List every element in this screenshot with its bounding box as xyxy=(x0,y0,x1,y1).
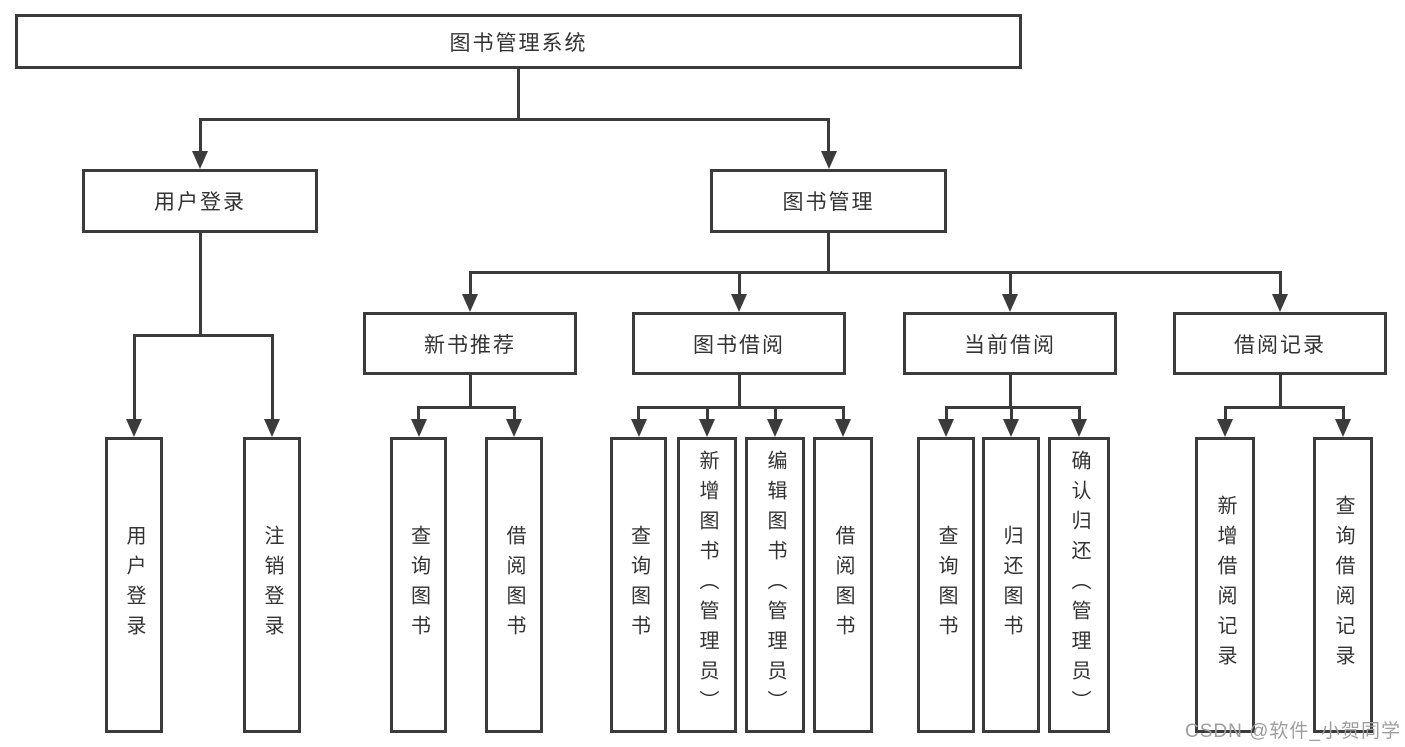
connector-drop-book-mgmt-3 xyxy=(1278,272,1282,296)
connector-drop-user-login-1 xyxy=(270,335,274,421)
connector-stem-user-login xyxy=(198,233,202,337)
node-leaf-borrow-books-1: 借阅图书 xyxy=(485,437,543,733)
connector-stem-borrow-records xyxy=(1278,375,1282,409)
arrowhead-down-icon xyxy=(506,419,522,437)
connector-drop-new-book-rec-0 xyxy=(417,407,420,421)
arrowhead-down-icon xyxy=(264,419,280,437)
node-user-login: 用户登录 xyxy=(82,169,318,233)
node-leaf-query-books-1: 查询图书 xyxy=(390,437,447,733)
connector-rail-new-book-rec xyxy=(417,405,516,409)
connector-stem-new-book-rec xyxy=(468,375,472,409)
connector-drop-book-borrow-2 xyxy=(773,407,777,421)
arrowhead-down-icon xyxy=(192,151,208,169)
connector-drop-current-borrow-2 xyxy=(1077,407,1081,421)
connector-drop-current-borrow-1 xyxy=(1009,407,1013,421)
connector-drop-root-0 xyxy=(198,119,202,153)
node-leaf-add-borrow-record: 新增借阅记录 xyxy=(1195,437,1255,733)
arrowhead-down-icon xyxy=(699,419,715,437)
node-current-borrow: 当前借阅 xyxy=(903,312,1117,375)
arrowhead-down-icon xyxy=(462,294,478,312)
node-new-book-rec: 新书推荐 xyxy=(363,312,577,375)
connector-drop-book-mgmt-0 xyxy=(468,272,472,296)
arrowhead-down-icon xyxy=(410,419,427,437)
csdn-watermark: CSDN @软件_小贺同学 xyxy=(1185,721,1401,742)
connector-stem-current-borrow xyxy=(1008,375,1012,409)
connector-rail-user-login xyxy=(132,333,274,337)
connector-drop-root-1 xyxy=(827,119,830,153)
arrowhead-down-icon xyxy=(731,294,747,312)
connector-drop-user-login-0 xyxy=(132,335,136,421)
node-leaf-query-borrow-record: 查询借阅记录 xyxy=(1313,437,1373,733)
connector-drop-book-mgmt-1 xyxy=(737,272,741,296)
node-root: 图书管理系统 xyxy=(15,14,1022,69)
arrowhead-down-icon xyxy=(1002,294,1018,312)
connector-rail-book-mgmt xyxy=(468,270,1282,274)
arrowhead-down-icon xyxy=(630,419,647,437)
connector-drop-book-borrow-1 xyxy=(705,407,709,421)
connector-drop-current-borrow-0 xyxy=(944,407,948,421)
node-leaf-query-books-3: 查询图书 xyxy=(917,437,975,733)
connector-rail-borrow-records xyxy=(1223,405,1345,409)
arrowhead-down-icon xyxy=(126,419,142,437)
node-leaf-borrow-books-2: 借阅图书 xyxy=(813,437,873,733)
node-leaf-edit-books: 编辑图书（管理员） xyxy=(745,437,805,733)
connector-drop-book-borrow-0 xyxy=(637,407,640,421)
connector-stem-book-borrow xyxy=(737,375,741,409)
connector-drop-book-mgmt-2 xyxy=(1008,272,1012,296)
connector-rail-current-borrow xyxy=(944,405,1081,409)
arrowhead-down-icon xyxy=(938,419,954,437)
connector-rail-book-borrow xyxy=(637,405,845,409)
node-leaf-logout: 注销登录 xyxy=(243,437,301,733)
arrowhead-down-icon xyxy=(820,151,837,169)
node-leaf-add-books: 新增图书（管理员） xyxy=(677,437,737,733)
node-book-borrow: 图书借阅 xyxy=(632,312,846,375)
arrowhead-down-icon xyxy=(767,419,783,437)
connector-stem-book-mgmt xyxy=(827,233,830,274)
node-leaf-query-books-2: 查询图书 xyxy=(610,437,667,733)
connector-rail-root xyxy=(198,117,830,121)
arrowhead-down-icon xyxy=(835,419,851,437)
node-leaf-return-books: 归还图书 xyxy=(982,437,1040,733)
node-leaf-user-login: 用户登录 xyxy=(105,437,163,733)
connector-drop-book-borrow-3 xyxy=(841,407,845,421)
connector-drop-new-book-rec-1 xyxy=(512,407,516,421)
connector-drop-borrow-records-1 xyxy=(1341,407,1345,421)
arrowhead-down-icon xyxy=(1335,419,1351,437)
node-borrow-records: 借阅记录 xyxy=(1173,312,1387,375)
arrowhead-down-icon xyxy=(1071,419,1087,437)
connector-drop-borrow-records-0 xyxy=(1223,407,1227,421)
arrowhead-down-icon xyxy=(1272,294,1288,312)
node-leaf-confirm-return: 确认归还（管理员） xyxy=(1048,437,1110,733)
arrowhead-down-icon xyxy=(1003,419,1019,437)
node-book-mgmt: 图书管理 xyxy=(710,169,947,233)
arrowhead-down-icon xyxy=(1217,419,1233,437)
connector-stem-root xyxy=(517,69,520,121)
